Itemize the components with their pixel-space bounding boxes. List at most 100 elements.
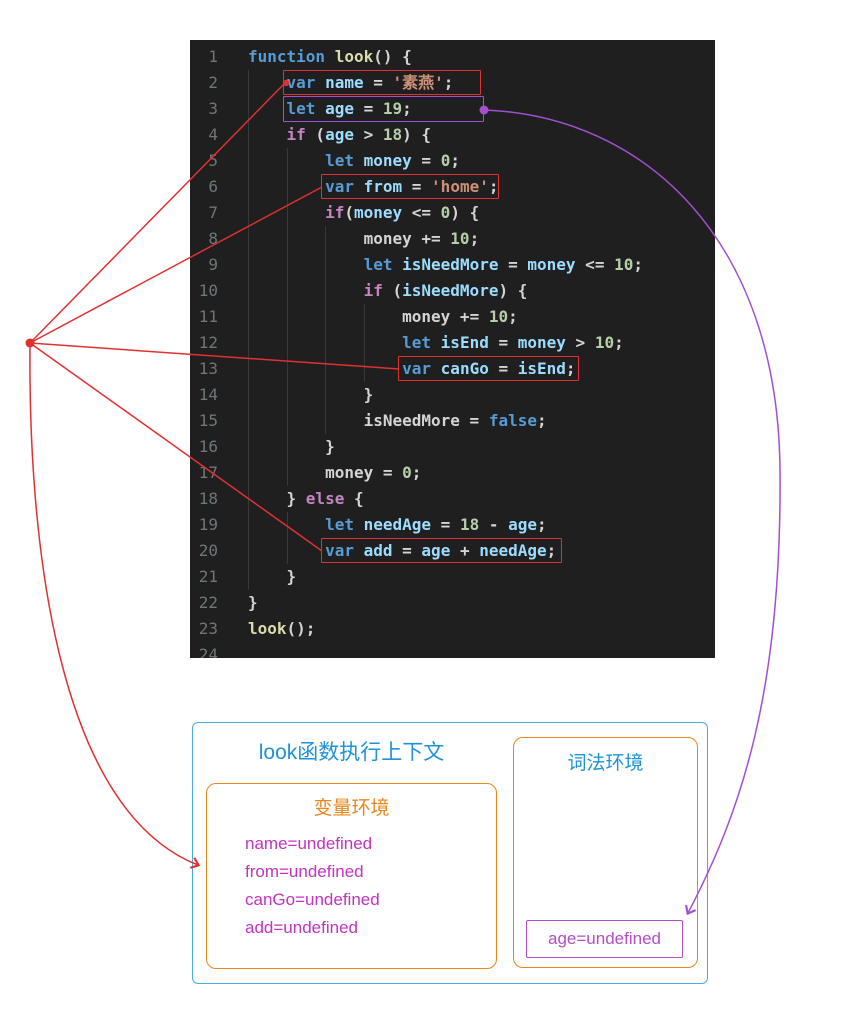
- code-token: false: [488, 411, 537, 430]
- code-token: =: [459, 411, 489, 430]
- indent-guide: [248, 174, 287, 200]
- code-token: var: [402, 359, 432, 378]
- code-token: ) {: [450, 203, 480, 222]
- indent-guide: [248, 356, 287, 382]
- code-token: =: [402, 177, 432, 196]
- code-token: isNeedMore: [402, 281, 499, 300]
- code-token: [354, 151, 364, 170]
- code-line[interactable]: 16}: [190, 434, 715, 460]
- code-token: isEnd: [440, 333, 489, 352]
- code-line[interactable]: 14}: [190, 382, 715, 408]
- lexical-environment-title: 词法环境: [567, 753, 644, 774]
- indent-guide: [286, 226, 326, 252]
- indent-guide: [325, 226, 364, 252]
- indent-guide: [248, 70, 287, 96]
- code-token: =: [488, 359, 518, 378]
- code-line[interactable]: 22}: [190, 590, 715, 616]
- line-number: 13: [198, 359, 218, 378]
- code-token: money: [517, 333, 566, 352]
- code-line[interactable]: 23 look();: [190, 616, 715, 642]
- line-number: 21: [198, 567, 218, 586]
- line-number: 18: [198, 489, 218, 508]
- indent-guide: [286, 460, 326, 486]
- code-token: isNeedMore: [402, 255, 499, 274]
- indent-guide: [248, 96, 287, 122]
- indent-guide: [363, 356, 403, 382]
- code-token: ;: [633, 255, 643, 274]
- code-token: ;: [443, 73, 454, 92]
- line-number: 2: [208, 73, 218, 92]
- code-token: () {: [373, 47, 412, 66]
- indent-guide: [248, 486, 287, 512]
- code-line[interactable]: 21}: [190, 564, 715, 590]
- line-number: 11: [198, 307, 218, 326]
- code-token: look: [248, 619, 287, 638]
- code-token: needAge: [363, 515, 432, 534]
- code-line[interactable]: 18} else {: [190, 486, 715, 512]
- indent-guide: [248, 460, 287, 486]
- code-token: let: [325, 151, 354, 170]
- code-token: >: [565, 333, 595, 352]
- code-token: var: [286, 73, 316, 92]
- code-token: 18: [382, 125, 403, 144]
- code-token: [325, 47, 335, 66]
- variable-entry: add=undefined: [245, 918, 358, 937]
- code-token: function: [248, 47, 326, 66]
- code-token: 'home': [431, 177, 489, 196]
- code-token: 10: [614, 255, 634, 274]
- line-number: 17: [198, 463, 218, 482]
- indent-guide: [286, 434, 326, 460]
- line-number: 9: [208, 255, 218, 274]
- code-token: }: [286, 489, 306, 508]
- line-number: 5: [208, 151, 218, 170]
- line-number: 12: [198, 333, 218, 352]
- code-token: ;: [450, 151, 460, 170]
- line-number: 23: [198, 619, 218, 638]
- code-token: <=: [575, 255, 615, 274]
- code-token: ;: [537, 411, 547, 430]
- code-token: var: [325, 177, 354, 196]
- code-token: [315, 99, 325, 118]
- code-token: ();: [286, 619, 316, 638]
- code-token: if: [363, 281, 383, 300]
- code-token: =: [488, 333, 518, 352]
- indent-guide: [363, 304, 403, 330]
- code-line[interactable]: 24: [190, 642, 715, 658]
- code-token: let: [363, 255, 393, 274]
- code-token: look: [334, 47, 374, 66]
- code-token: else: [305, 489, 345, 508]
- code-token: +: [450, 541, 480, 560]
- code-token: -: [479, 515, 509, 534]
- indent-guide: [325, 408, 364, 434]
- code-token: 19: [382, 99, 403, 118]
- indent-guide: [286, 278, 326, 304]
- code-token: +=: [411, 229, 451, 248]
- code-token: age: [325, 125, 354, 144]
- code-token: money: [353, 203, 403, 222]
- line-number: 14: [198, 385, 218, 404]
- indent-guide: [286, 252, 326, 278]
- indent-guide: [325, 278, 364, 304]
- indent-guide: [248, 538, 287, 564]
- code-token: if: [325, 203, 345, 222]
